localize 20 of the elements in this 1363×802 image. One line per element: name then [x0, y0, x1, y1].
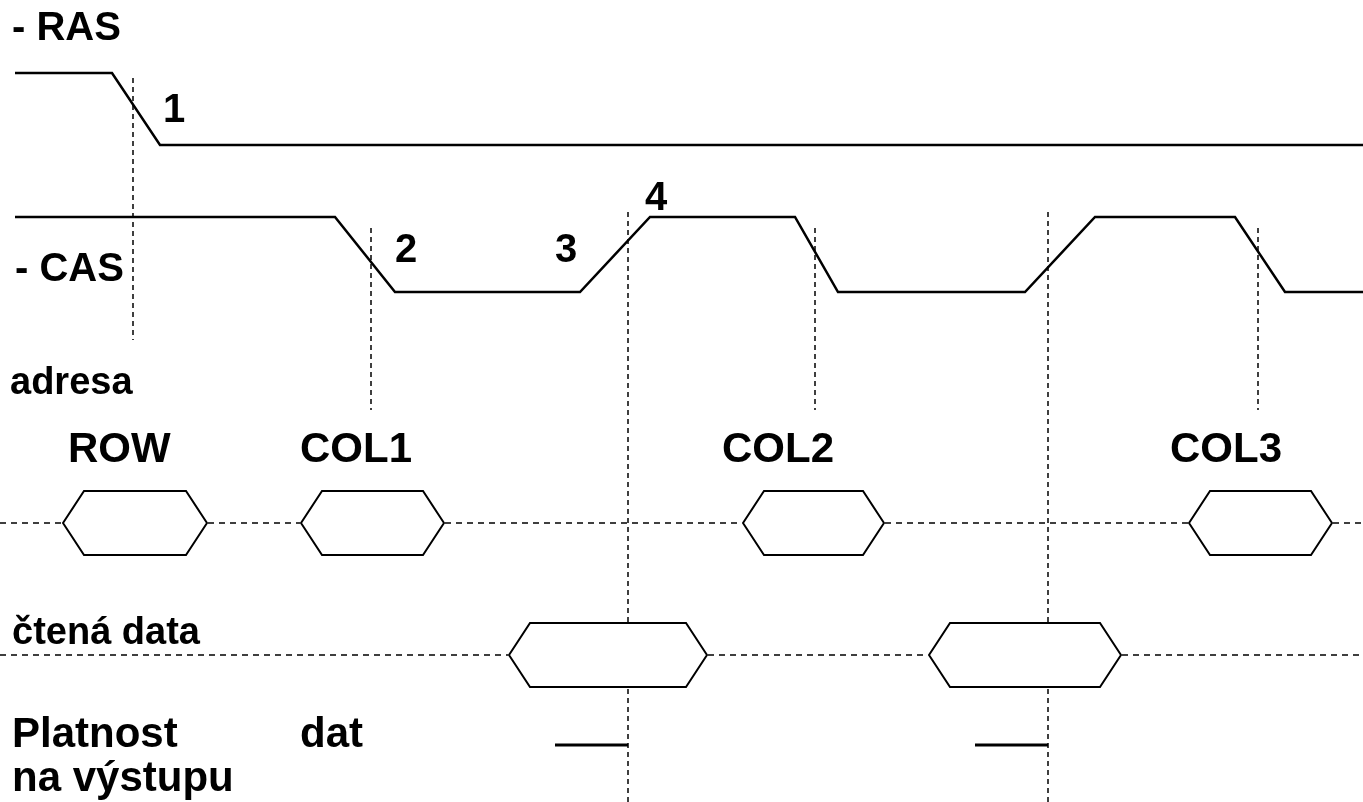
bus-line: [0, 522, 63, 524]
signal-value-label: COL1: [300, 427, 412, 469]
signal-label: - CAS: [15, 247, 124, 287]
signal-label: dat: [300, 712, 363, 754]
signal-label: čtená data: [12, 612, 200, 650]
signal-label: 1: [163, 88, 186, 128]
signal-label: adresa: [10, 362, 133, 400]
signal-label: 4: [645, 176, 668, 216]
signal-label: - RAS: [12, 6, 121, 46]
signal-label: 2: [395, 228, 418, 268]
bus-line: [0, 654, 509, 656]
signal-label: Platnost: [12, 712, 178, 754]
signal-label: na výstupu: [12, 756, 234, 798]
signal-value-label: COL3: [1170, 427, 1282, 469]
signal-value-label: COL2: [722, 427, 834, 469]
signal-value-label: ROW: [68, 427, 171, 469]
bus-line: [884, 522, 1189, 524]
bus-line: [207, 522, 301, 524]
signal-label: 3: [555, 228, 578, 268]
bus-line: [1332, 522, 1363, 524]
